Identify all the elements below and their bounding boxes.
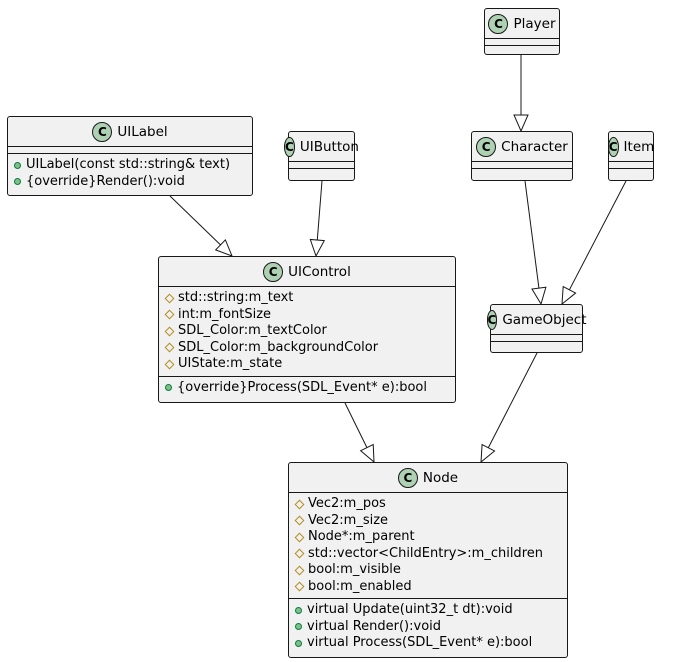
public-icon xyxy=(295,606,302,614)
protected-icon xyxy=(164,342,175,353)
method: UILabel(const std::string& text) xyxy=(14,157,246,174)
class-name: Item xyxy=(623,138,655,155)
methods-section xyxy=(485,46,559,53)
public-icon xyxy=(165,384,172,392)
protected-icon xyxy=(164,293,175,304)
class-icon: C xyxy=(476,136,497,157)
edge-gameobject-to-node xyxy=(480,352,538,464)
attribute: bool:m_visible xyxy=(294,562,561,579)
methods-section xyxy=(472,169,572,176)
edge-uicontrol-to-node xyxy=(344,402,375,464)
class-icon: C xyxy=(284,136,295,157)
methods-section xyxy=(289,169,354,176)
class-name: UIButton xyxy=(299,138,359,155)
attribute: int:m_fontSize xyxy=(164,307,449,324)
inheritance-arrowhead-icon xyxy=(214,238,233,257)
class-name: UIControl xyxy=(288,263,351,280)
method: {override}Render():void xyxy=(14,174,246,191)
attributes-section xyxy=(485,39,559,46)
methods-section: {override}Process(SDL_Event* e):bool xyxy=(159,377,455,400)
protected-icon xyxy=(294,565,305,576)
class-icon: C xyxy=(607,136,619,157)
attribute: SDL_Color:m_backgroundColor xyxy=(164,340,449,357)
edge-uilabel-to-uicontrol xyxy=(169,195,233,257)
attribute: std::vector<ChildEntry>:m_children xyxy=(294,546,561,563)
class-icon: C xyxy=(488,13,509,34)
methods-section xyxy=(609,169,653,176)
attribute: Node*:m_parent xyxy=(294,529,561,546)
public-icon xyxy=(295,623,302,631)
method: virtual Update(uint32_t dt):void xyxy=(295,602,561,619)
attributes-section xyxy=(289,162,354,169)
attribute: std::string:m_text xyxy=(164,290,449,307)
edge-item-to-gameobject xyxy=(561,180,627,306)
public-icon xyxy=(14,178,21,186)
protected-icon xyxy=(294,581,305,592)
class-name: Node xyxy=(422,469,459,486)
class-icon: C xyxy=(92,121,113,142)
methods-section xyxy=(491,342,582,349)
method: {override}Process(SDL_Event* e):bool xyxy=(165,380,449,397)
attribute: Vec2:m_pos xyxy=(294,496,561,513)
attribute: Vec2:m_size xyxy=(294,513,561,530)
class-name: Player xyxy=(513,15,556,32)
inheritance-arrowhead-icon xyxy=(359,443,375,464)
inheritance-arrowhead-icon xyxy=(513,114,529,133)
methods-section: UILabel(const std::string& text){overrid… xyxy=(8,154,252,193)
attribute: UIState:m_state xyxy=(164,356,449,373)
public-icon xyxy=(295,639,302,647)
inheritance-arrowhead-icon xyxy=(561,285,577,306)
protected-icon xyxy=(164,326,175,337)
class-icon: C xyxy=(486,309,498,330)
inheritance-arrowhead-icon xyxy=(309,238,326,258)
attributes-section xyxy=(609,162,653,169)
protected-icon xyxy=(164,359,175,370)
attributes-section xyxy=(491,335,582,342)
class-name: Character xyxy=(501,138,568,155)
edge-uibutton-to-uicontrol xyxy=(309,180,326,258)
class-icon: C xyxy=(263,261,284,282)
protected-icon xyxy=(294,548,305,559)
attributes-section xyxy=(472,162,572,169)
protected-icon xyxy=(164,309,175,320)
edge-player-to-character xyxy=(513,55,529,133)
class-icon: C xyxy=(397,467,418,488)
protected-icon xyxy=(294,515,305,526)
public-icon xyxy=(14,161,21,169)
attribute: SDL_Color:m_textColor xyxy=(164,323,449,340)
inheritance-arrowhead-icon xyxy=(480,443,496,464)
method: virtual Render():void xyxy=(295,619,561,636)
class-name: UILabel xyxy=(117,123,168,140)
inheritance-arrowhead-icon xyxy=(531,286,547,306)
attributes-section xyxy=(8,147,252,154)
edge-character-to-gameobject xyxy=(524,180,547,306)
protected-icon xyxy=(294,499,305,510)
class-name: GameObject xyxy=(502,311,587,328)
method: virtual Process(SDL_Event* e):bool xyxy=(295,635,561,652)
attribute: bool:m_enabled xyxy=(294,579,561,596)
protected-icon xyxy=(294,532,305,543)
